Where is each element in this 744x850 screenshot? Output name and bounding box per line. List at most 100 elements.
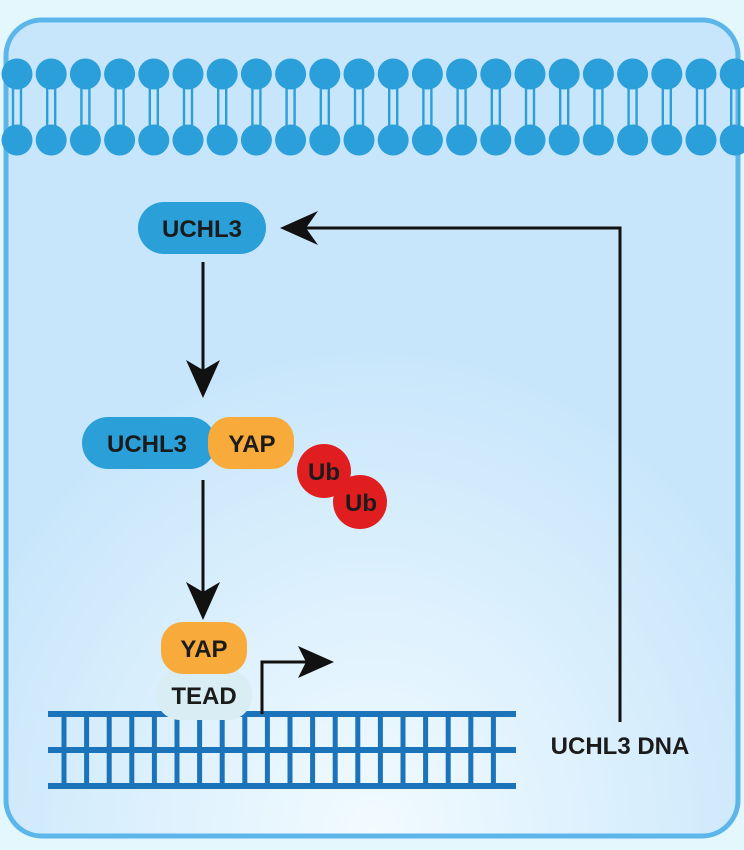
lipid-head-inner <box>719 124 744 156</box>
dna-rung <box>197 717 203 747</box>
complex-uchl3-label: UCHL3 <box>107 431 187 458</box>
lipid-head-outer <box>104 58 136 90</box>
feedback-arrowhead <box>280 211 318 245</box>
ubiquitin-1 <box>297 444 351 498</box>
dna-rung <box>332 753 338 783</box>
dna-rung <box>355 753 361 783</box>
dna-rung <box>242 717 248 747</box>
lipid-head-inner <box>275 124 307 156</box>
lipid-head-inner <box>69 124 101 156</box>
feedback-line <box>300 226 622 722</box>
dna-backbone-bottom <box>48 783 516 789</box>
dna-backbone-middle <box>48 747 516 753</box>
lipid-head-inner <box>548 124 580 156</box>
dna-rung <box>400 717 406 747</box>
lipid-head-outer <box>719 58 744 90</box>
dna-rung <box>264 753 270 783</box>
ubiquitin-2-label: Ub <box>345 490 377 517</box>
dna-rung <box>310 753 316 783</box>
nuclear-yap-label: YAP <box>180 636 227 663</box>
lipid-head-outer <box>1 58 33 90</box>
dna-rung <box>151 717 157 747</box>
lipid-head-inner <box>617 124 649 156</box>
lipid-head-inner <box>411 124 443 156</box>
lipid-head-inner <box>206 124 238 156</box>
arrowhead-complex-to-nucleus <box>186 582 220 620</box>
dna-rung <box>197 753 203 783</box>
ubiquitin-chain: Ub Ub <box>297 444 387 529</box>
cell-membrane <box>1 58 744 156</box>
lipid-head-inner <box>685 124 717 156</box>
lipid-head-outer <box>685 58 717 90</box>
dna-rung <box>490 717 496 747</box>
dna-rung <box>332 717 338 747</box>
lipid-head-inner <box>514 124 546 156</box>
lipid-head-outer <box>480 58 512 90</box>
dna-rung <box>423 717 429 747</box>
nuclear-yap: YAP <box>161 622 247 674</box>
dna-rung <box>219 753 225 783</box>
dna-rung <box>423 753 429 783</box>
lipid-head-outer <box>35 58 67 90</box>
lipid-head-inner <box>309 124 341 156</box>
lipid-head-inner <box>172 124 204 156</box>
uchl3-yap-complex: UCHL3 YAP <box>82 417 294 469</box>
lipid-head-inner <box>446 124 478 156</box>
lipid-head-inner <box>582 124 614 156</box>
dna-rung <box>129 717 135 747</box>
lipid-head-outer <box>69 58 101 90</box>
lipid-head-outer <box>411 58 443 90</box>
arrowhead-uchl3-to-complex <box>186 360 220 398</box>
lipid-head-outer <box>651 58 683 90</box>
dna-rung <box>377 753 383 783</box>
dna-rung <box>174 717 180 747</box>
complex-yap-label: YAP <box>228 431 275 458</box>
dna-rung <box>129 753 135 783</box>
lipid-head-outer <box>206 58 238 90</box>
lipid-head-outer <box>309 58 341 90</box>
dna-rung <box>468 717 474 747</box>
lipid-head-outer <box>343 58 375 90</box>
lipid-head-inner <box>35 124 67 156</box>
lipid-head-outer <box>138 58 170 90</box>
lipid-head-outer <box>514 58 546 90</box>
dna-rung <box>287 753 293 783</box>
dna-rung <box>445 753 451 783</box>
dna-rung <box>61 717 67 747</box>
uchl3-protein: UCHL3 <box>138 202 266 254</box>
dna-rung <box>264 717 270 747</box>
lipid-head-outer <box>240 58 272 90</box>
dna-rung <box>61 753 67 783</box>
dna-rung <box>400 753 406 783</box>
lipid-head-outer <box>582 58 614 90</box>
transcription-line <box>260 660 306 714</box>
lipid-head-inner <box>377 124 409 156</box>
dna-rung <box>445 717 451 747</box>
lipid-head-outer <box>275 58 307 90</box>
dna-rung <box>174 753 180 783</box>
ubiquitin-1-label: Ub <box>308 459 340 486</box>
tead-label: TEAD <box>171 683 236 710</box>
lipid-head-outer <box>172 58 204 90</box>
lipid-head-inner <box>651 124 683 156</box>
transcription-arrowhead <box>298 646 334 678</box>
dna-backbone-top <box>48 711 516 717</box>
dna-rung <box>310 717 316 747</box>
lipid-head-inner <box>240 124 272 156</box>
dna-rung <box>242 753 248 783</box>
dna-strand <box>48 711 516 789</box>
uchl3-dna-label: UCHL3 DNA <box>551 733 690 760</box>
dna-rung <box>355 717 361 747</box>
lipid-head-inner <box>138 124 170 156</box>
lipid-head-inner <box>343 124 375 156</box>
lipid-head-inner <box>1 124 33 156</box>
lipid-head-inner <box>480 124 512 156</box>
dna-rung <box>219 717 225 747</box>
dna-rung <box>287 717 293 747</box>
ubiquitin-2 <box>333 475 387 529</box>
dna-rung <box>84 717 90 747</box>
lipid-head-outer <box>617 58 649 90</box>
tead-factor: TEAD <box>156 670 252 720</box>
dna-rung <box>106 753 112 783</box>
